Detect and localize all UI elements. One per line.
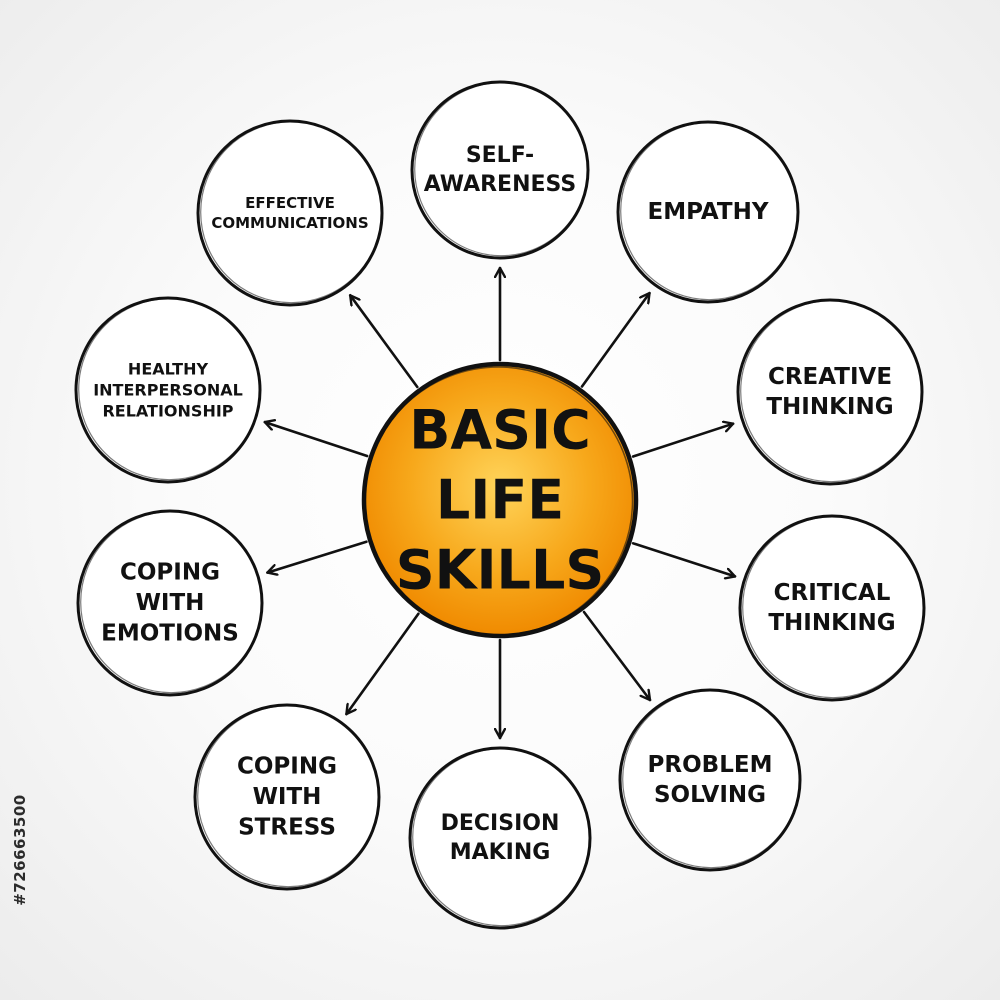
- arrow-to-effective-communications: [348, 293, 419, 389]
- node-label-creative-thinking-line-1: CREATIVE: [768, 364, 892, 390]
- center-title-line-1: BASIC: [409, 399, 591, 462]
- arrow-to-coping-with-stress: [345, 612, 420, 716]
- node-label-coping-with-stress-line-1: COPING: [237, 754, 337, 780]
- node-circle-sketch-creative-thinking: [740, 300, 923, 483]
- center-circle-sketch: [363, 366, 634, 636]
- node-label-healthy-interpersonal-relationship-line-1: HEALTHY: [128, 359, 209, 378]
- node-circle-sketch-problem-solving: [622, 690, 801, 869]
- skill-nodes: SELF-AWARENESSEMPATHYCREATIVETHINKINGCRI…: [74, 80, 926, 930]
- node-label-decision-making-line-2: MAKING: [450, 840, 551, 865]
- node-coping-with-stress: COPING WITH STRESS: [193, 703, 381, 891]
- arrow-to-problem-solving: [582, 610, 652, 702]
- node-decision-making: DECISION MAKING: [408, 746, 592, 930]
- node-circle-sketch-critical-thinking: [742, 516, 925, 699]
- node-creative-thinking: CREATIVE THINKING: [736, 298, 924, 486]
- node-critical-thinking: CRITICAL THINKING: [738, 514, 926, 702]
- arrow-to-critical-thinking: [631, 541, 737, 576]
- node-circle-sketch-decision-making: [412, 748, 591, 927]
- center-title-line-2: LIFE: [436, 469, 564, 532]
- node-label-effective-communications-line-2: COMMUNICATIONS: [211, 214, 368, 232]
- node-label-coping-with-emotions-line-3: EMOTIONS: [101, 620, 239, 646]
- connector-arrows: [263, 266, 737, 740]
- node-label-problem-solving-line-2: SOLVING: [654, 782, 766, 808]
- watermark-text: #726663500: [11, 794, 29, 906]
- arrow-to-creative-thinking: [631, 424, 735, 458]
- node-label-healthy-interpersonal-relationship-line-3: RELATIONSHIP: [102, 402, 233, 421]
- node-healthy-interpersonal-relationship: HEALTHY INTERPERSONAL RELATIONSHIP: [74, 296, 262, 484]
- arrow-to-empathy: [580, 291, 651, 388]
- node-label-problem-solving-line-1: PROBLEM: [648, 752, 773, 778]
- node-problem-solving: PROBLEM SOLVING: [618, 688, 802, 872]
- node-label-self-awareness-line-1: SELF-: [466, 143, 534, 168]
- node-label-healthy-interpersonal-relationship-line-2: INTERPERSONAL: [93, 381, 243, 400]
- node-circle-sketch-empathy: [620, 122, 799, 301]
- node-circle-sketch-self-awareness: [414, 82, 589, 257]
- arrow-to-coping-with-emotions: [266, 540, 368, 573]
- node-label-effective-communications-line-1: EFFECTIVE: [245, 194, 335, 212]
- node-circle-sketch-coping-with-emotions: [80, 511, 263, 694]
- node-label-critical-thinking-line-2: THINKING: [768, 610, 895, 636]
- center-title-line-3: SKILLS: [396, 539, 605, 602]
- node-label-decision-making-line-1: DECISION: [441, 811, 560, 836]
- node-label-empathy-line-1: EMPATHY: [648, 199, 769, 225]
- node-label-critical-thinking-line-1: CRITICAL: [774, 580, 891, 606]
- node-self-awareness: SELF- AWARENESS: [410, 80, 590, 260]
- node-empathy: EMPATHY: [616, 120, 800, 304]
- node-label-coping-with-emotions-line-1: COPING: [120, 560, 220, 586]
- node-label-coping-with-stress-line-2: WITH: [253, 784, 322, 810]
- center-node: BASIC LIFE SKILLS: [361, 361, 639, 639]
- watermark-id: #726663500: [8, 760, 32, 940]
- node-circle-sketch-coping-with-stress: [197, 705, 380, 888]
- node-circle-sketch-effective-communications: [200, 121, 383, 304]
- node-effective-communications: EFFECTIVE COMMUNICATIONS: [196, 119, 384, 307]
- node-label-coping-with-emotions-line-2: WITH: [136, 590, 205, 616]
- node-circle-sketch-healthy-interpersonal-relationship: [78, 298, 261, 481]
- node-coping-with-emotions: COPING WITH EMOTIONS: [76, 509, 264, 697]
- node-label-creative-thinking-line-2: THINKING: [766, 394, 893, 420]
- node-label-self-awareness-line-2: AWARENESS: [424, 172, 576, 197]
- arrow-to-healthy-interpersonal-relationship: [263, 422, 369, 458]
- node-label-coping-with-stress-line-3: STRESS: [238, 814, 336, 840]
